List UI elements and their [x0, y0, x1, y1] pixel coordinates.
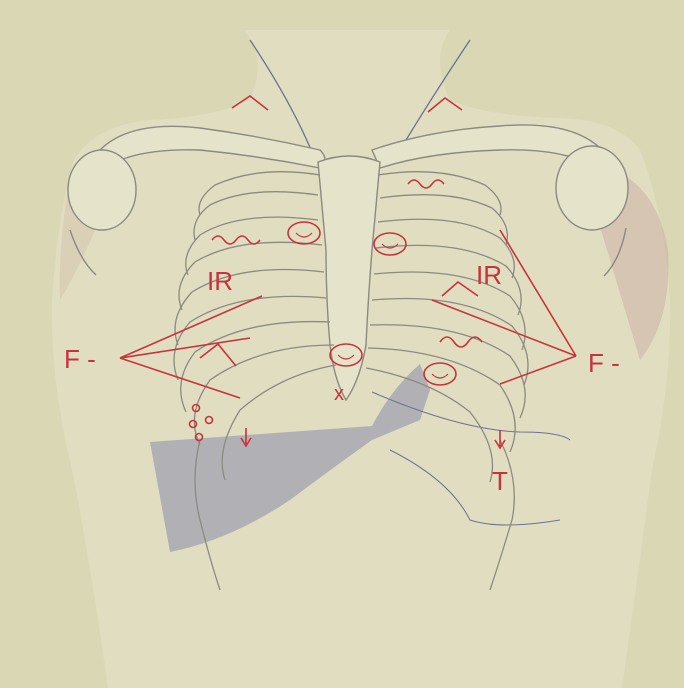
label-f-minus-right: F -: [588, 350, 620, 376]
label-t: T: [492, 468, 508, 494]
label-f-minus-left: F -: [64, 346, 96, 372]
label-x: x: [334, 384, 344, 404]
label-ir-right: IR: [476, 262, 502, 288]
label-ir-left: IR: [207, 268, 233, 294]
